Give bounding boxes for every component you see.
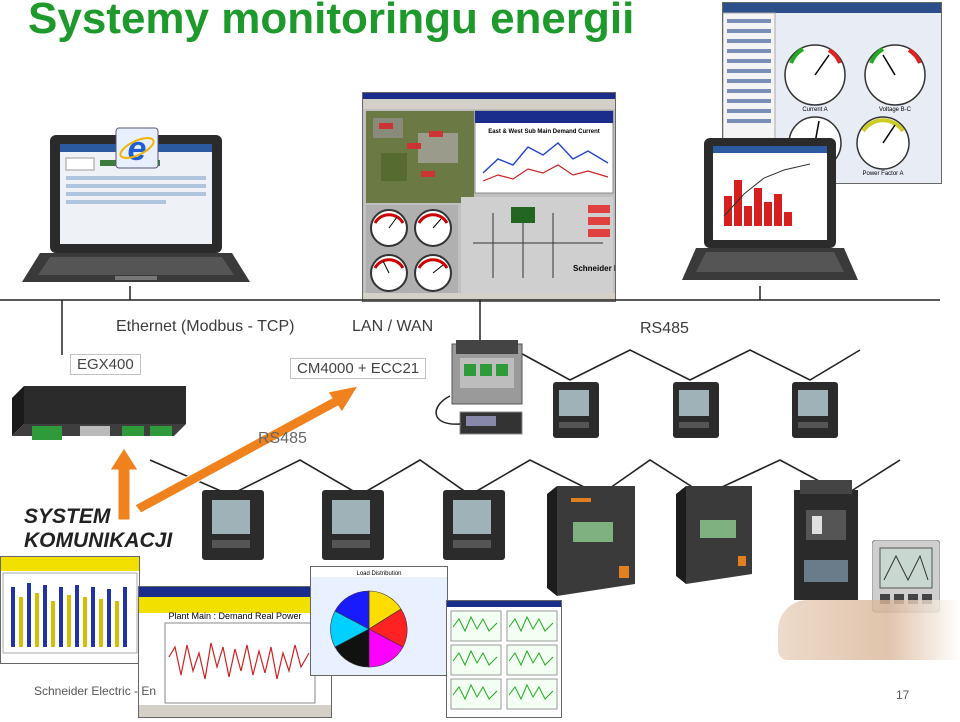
internet-explorer-icon: e — [115, 127, 159, 169]
egx400-label: EGX400 — [70, 354, 141, 375]
circuit-breaker — [790, 480, 862, 600]
scada-screenshot: East & West Sub Main Demand Current Schn… — [362, 92, 643, 302]
demand-chart-title: East & West Sub Main Demand Current — [488, 129, 600, 135]
load-chart-title: Load Distribution — [356, 571, 401, 577]
power-meter-lower-3 — [443, 490, 505, 560]
hand-image — [778, 600, 960, 660]
power-meter-upper-1 — [553, 382, 599, 438]
scada-brand-text: Schneider Electric — [573, 264, 615, 273]
power-meter-lower-1 — [202, 490, 264, 560]
cm4000-label: CM4000 + ECC21 — [290, 358, 427, 379]
rs485-lower-line — [149, 459, 901, 496]
power-meter-upper-2 — [673, 382, 719, 438]
rs485-mid-label: RS485 — [258, 430, 307, 447]
cm4000-device — [430, 336, 530, 440]
protection-relay-1 — [547, 486, 635, 596]
egx400-device — [10, 384, 190, 444]
rs485-upper-line — [514, 349, 861, 381]
laptop-right-illustration — [682, 138, 858, 280]
arrow-diagonal-icon — [134, 385, 360, 514]
arrow-up-icon — [109, 447, 139, 521]
ethernet-label: Ethernet (Modbus - TCP) — [116, 318, 295, 335]
gauge-current-label: Current A — [802, 107, 827, 113]
protection-relay-2 — [676, 486, 752, 584]
system-label: SYSTEM KOMUNIKACJI — [24, 505, 172, 553]
screenshot-multi-charts — [446, 600, 562, 718]
screenshot-plant-demand: Plant Main : Demand Real Power — [138, 586, 332, 718]
page-number: 17 — [896, 688, 910, 702]
gauge-pf-label: Power Factor A — [862, 171, 903, 177]
system-label-line1: SYSTEM — [24, 505, 111, 528]
display-meter — [871, 539, 941, 620]
power-meter-upper-3 — [792, 382, 838, 438]
lan-wan-label: LAN / WAN — [352, 318, 434, 335]
footer-text: Schneider Electric - En — [34, 684, 157, 698]
laptop-right — [680, 136, 860, 286]
plant-chart-title: Plant Main : Demand Real Power — [168, 611, 301, 621]
screenshot-bar-chart — [0, 556, 140, 664]
gauge-voltage-label: Voltage B-C — [879, 107, 912, 113]
system-label-line2: KOMUNIKACJI — [24, 529, 173, 552]
screenshot-load-distribution: Load Distribution — [310, 566, 448, 676]
rs485-top-label: RS485 — [640, 320, 689, 337]
power-meter-lower-2 — [322, 490, 384, 560]
scada-illustration: East & West Sub Main Demand Current Schn… — [363, 93, 643, 301]
slide-title: Systemy monitoringu energii — [28, 0, 635, 43]
